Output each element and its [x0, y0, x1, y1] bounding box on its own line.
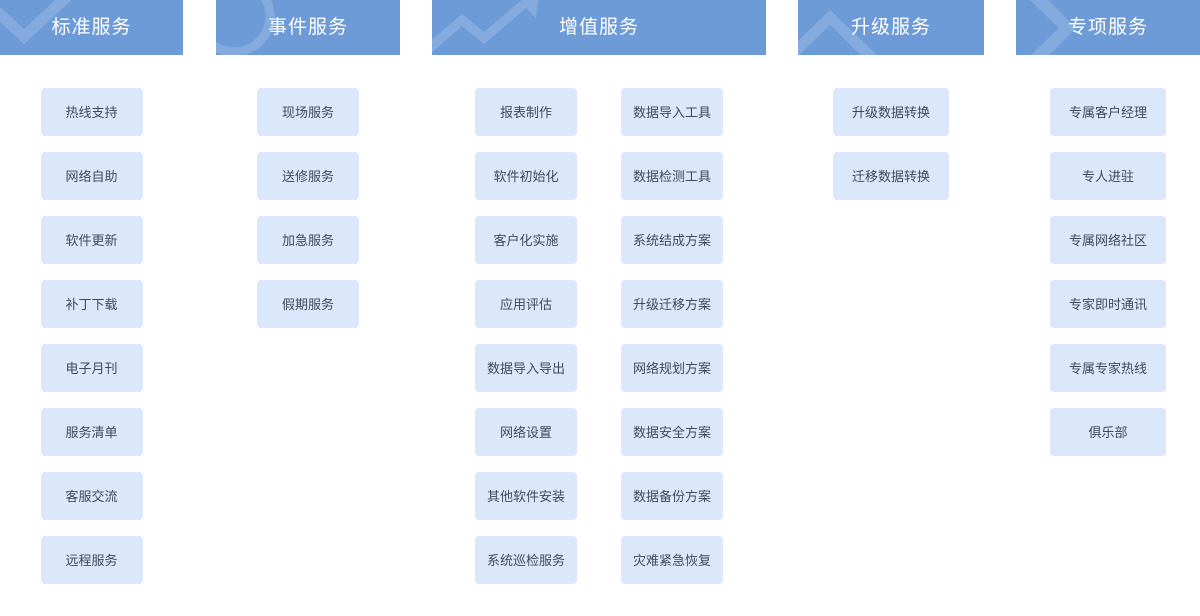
- service-item[interactable]: 数据导入导出: [475, 344, 577, 392]
- service-subcolumn: 现场服务 送修服务 加急服务 假期服务: [257, 88, 359, 328]
- service-item[interactable]: 应用评估: [475, 280, 577, 328]
- service-item[interactable]: 其他软件安装: [475, 472, 577, 520]
- column-body: 现场服务 送修服务 加急服务 假期服务: [216, 55, 400, 328]
- service-item[interactable]: 系统巡检服务: [475, 536, 577, 584]
- service-item[interactable]: 俱乐部: [1050, 408, 1166, 456]
- column-body: 热线支持 网络自助 软件更新 补丁下载 电子月刊 服务清单 客服交流 远程服务: [0, 55, 183, 584]
- service-column-incident-service: 事件服务 现场服务 送修服务 加急服务 假期服务: [216, 0, 400, 328]
- service-item[interactable]: 升级迁移方案: [621, 280, 723, 328]
- service-item[interactable]: 热线支持: [40, 88, 143, 136]
- column-header-special-service: 专项服务: [1016, 0, 1200, 55]
- service-item[interactable]: 加急服务: [257, 216, 359, 264]
- service-item[interactable]: 升级数据转换: [833, 88, 949, 136]
- service-item[interactable]: 服务清单: [40, 408, 143, 456]
- service-column-standard-service: 标准服务 热线支持 网络自助 软件更新 补丁下载 电子月刊 服务清单 客服交流 …: [0, 0, 183, 584]
- service-item[interactable]: 假期服务: [257, 280, 359, 328]
- service-item[interactable]: 专家即时通讯: [1050, 280, 1166, 328]
- service-item[interactable]: 网络规划方案: [621, 344, 723, 392]
- service-subcolumn: 报表制作 软件初始化 客户化实施 应用评估 数据导入导出 网络设置 其他软件安装…: [475, 88, 577, 584]
- service-item[interactable]: 报表制作: [475, 88, 577, 136]
- service-subcolumn: 热线支持 网络自助 软件更新 补丁下载 电子月刊 服务清单 客服交流 远程服务: [40, 88, 143, 584]
- service-item[interactable]: 软件初始化: [475, 152, 577, 200]
- service-item[interactable]: 网络设置: [475, 408, 577, 456]
- service-item[interactable]: 数据安全方案: [621, 408, 723, 456]
- service-item[interactable]: 专属客户经理: [1050, 88, 1166, 136]
- column-body: 报表制作 软件初始化 客户化实施 应用评估 数据导入导出 网络设置 其他软件安装…: [432, 55, 766, 584]
- column-header-upgrade-service: 升级服务: [798, 0, 984, 55]
- service-subcolumn: 数据导入工具 数据检测工具 系统结成方案 升级迁移方案 网络规划方案 数据安全方…: [621, 88, 723, 584]
- column-body: 专属客户经理 专人进驻 专属网络社区 专家即时通讯 专属专家热线 俱乐部: [1016, 55, 1200, 456]
- service-item[interactable]: 专属专家热线: [1050, 344, 1166, 392]
- column-title: 专项服务: [1067, 17, 1148, 38]
- service-item[interactable]: 专属网络社区: [1050, 216, 1166, 264]
- column-title: 升级服务: [850, 17, 931, 38]
- service-item[interactable]: 送修服务: [257, 152, 359, 200]
- column-title: 标准服务: [51, 17, 132, 38]
- service-item[interactable]: 数据备份方案: [621, 472, 723, 520]
- service-item[interactable]: 现场服务: [257, 88, 359, 136]
- service-item[interactable]: 电子月刊: [40, 344, 143, 392]
- column-header-value-added-service: 增值服务: [432, 0, 766, 55]
- service-item[interactable]: 远程服务: [40, 536, 143, 584]
- column-title: 增值服务: [558, 17, 639, 38]
- service-item[interactable]: 灾难紧急恢复: [621, 536, 723, 584]
- column-title: 事件服务: [267, 17, 348, 38]
- service-item[interactable]: 数据检测工具: [621, 152, 723, 200]
- service-item[interactable]: 专人进驻: [1050, 152, 1166, 200]
- service-subcolumn: 专属客户经理 专人进驻 专属网络社区 专家即时通讯 专属专家热线 俱乐部: [1050, 88, 1166, 456]
- column-body: 升级数据转换 迁移数据转换: [798, 55, 984, 200]
- column-header-standard-service: 标准服务: [0, 0, 183, 55]
- service-item[interactable]: 迁移数据转换: [833, 152, 949, 200]
- service-item[interactable]: 网络自助: [40, 152, 143, 200]
- service-subcolumn: 升级数据转换 迁移数据转换: [833, 88, 949, 200]
- service-column-upgrade-service: 升级服务 升级数据转换 迁移数据转换: [798, 0, 984, 200]
- service-column-special-service: 专项服务 专属客户经理 专人进驻 专属网络社区 专家即时通讯 专属专家热线 俱乐…: [1016, 0, 1200, 456]
- service-item[interactable]: 软件更新: [40, 216, 143, 264]
- service-item[interactable]: 客户化实施: [475, 216, 577, 264]
- service-item[interactable]: 系统结成方案: [621, 216, 723, 264]
- service-item[interactable]: 数据导入工具: [621, 88, 723, 136]
- column-header-incident-service: 事件服务: [216, 0, 400, 55]
- service-item[interactable]: 客服交流: [40, 472, 143, 520]
- service-column-value-added-service: 增值服务 报表制作 软件初始化 客户化实施 应用评估 数据导入导出 网络设置 其…: [432, 0, 766, 584]
- service-item[interactable]: 补丁下载: [40, 280, 143, 328]
